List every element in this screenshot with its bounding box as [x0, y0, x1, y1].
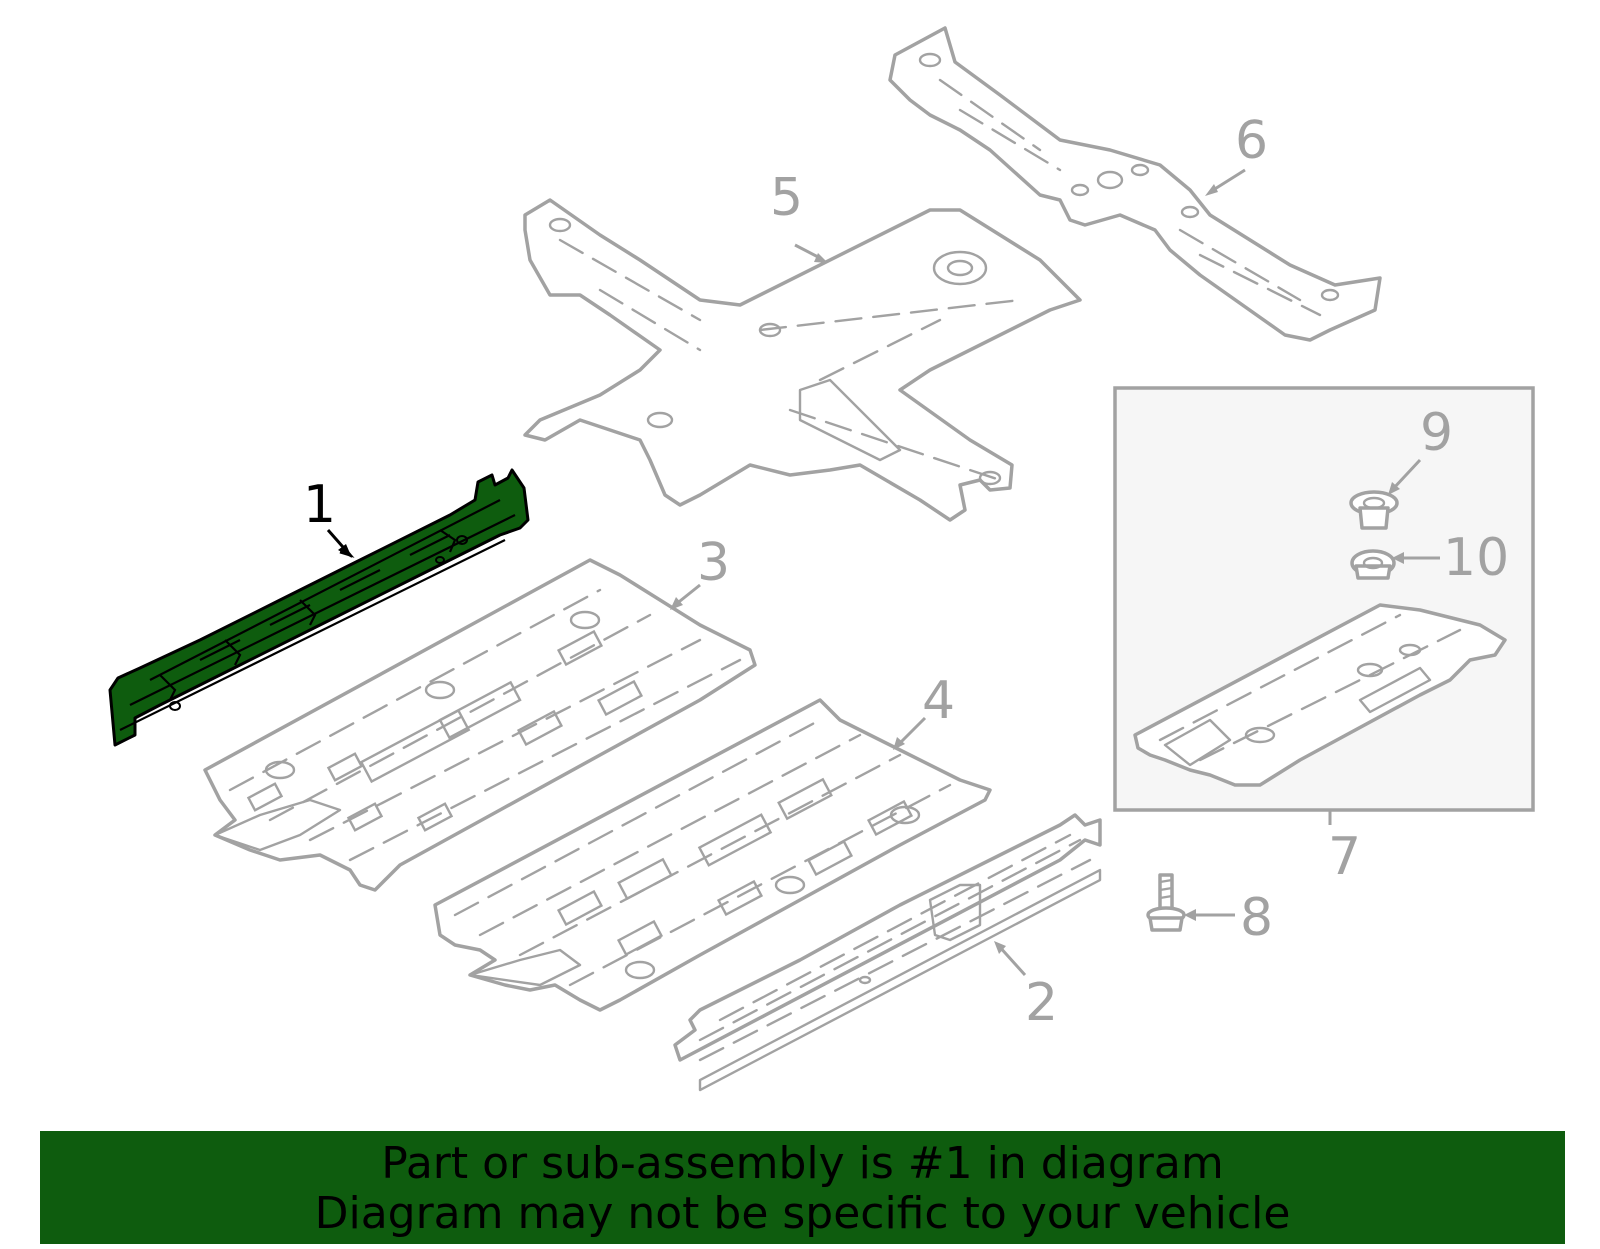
part-10-nut[interactable] [1350, 549, 1396, 580]
part-6-crossmember[interactable] [888, 26, 1382, 342]
part-1-highlighted-rail[interactable] [108, 468, 530, 747]
callout-8: 8 [1240, 888, 1273, 948]
callout-9: 9 [1420, 403, 1453, 463]
callout-5: 5 [770, 168, 803, 228]
callout-1: 1 [303, 475, 336, 535]
part-5-floor-crossmember[interactable] [523, 198, 1082, 522]
callout-7: 7 [1328, 827, 1361, 887]
callout-2: 2 [1025, 973, 1058, 1033]
part-3-floor-pan[interactable] [203, 558, 757, 892]
callout-10: 10 [1443, 528, 1509, 588]
callout-4: 4 [922, 671, 955, 731]
part-4-floor-pan[interactable] [433, 698, 992, 1012]
part-8-bolt[interactable] [1146, 873, 1186, 932]
leader-arrowheads [338, 184, 1404, 954]
part-2-side-sill[interactable] [673, 813, 1102, 1092]
info-banner: Part or sub-assembly is #1 in diagram Di… [40, 1131, 1565, 1244]
part-9-clip[interactable] [1349, 490, 1399, 530]
banner-line-2: Diagram may not be specific to your vehi… [314, 1188, 1291, 1239]
callout-6: 6 [1235, 111, 1268, 171]
callout-3: 3 [697, 533, 730, 593]
banner-line-1: Part or sub-assembly is #1 in diagram [381, 1138, 1224, 1189]
part-7-panel[interactable] [1133, 603, 1507, 787]
